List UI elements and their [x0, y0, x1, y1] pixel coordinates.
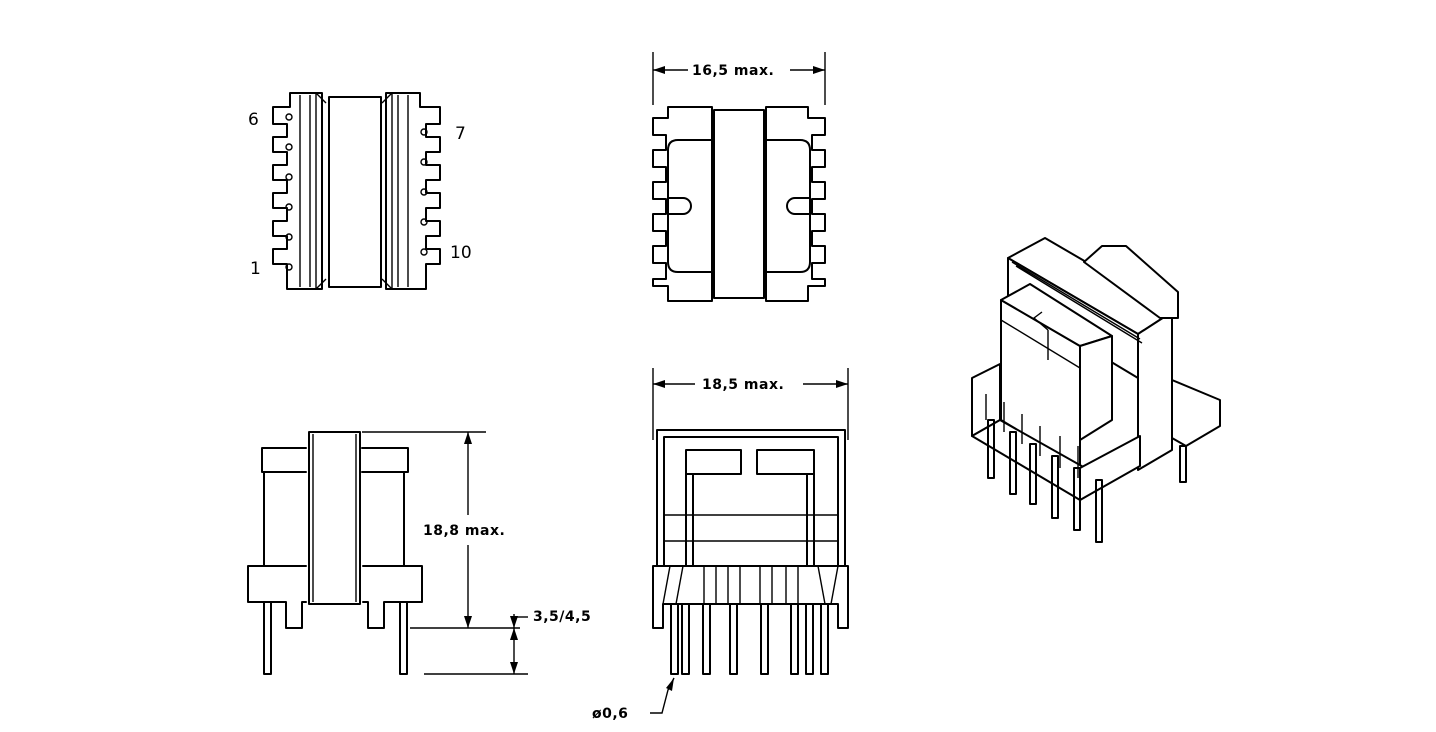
- height-label-18-8: 18,8 max.: [423, 523, 505, 539]
- top-view-right-pin-holes: [420, 128, 428, 256]
- isometric-pins: [987, 419, 1187, 543]
- side-top-core: [713, 109, 765, 299]
- top-view-left-comb: [272, 92, 323, 290]
- top-view-core: [328, 96, 382, 288]
- front-view: 18,8 max. 3,5/4,5: [247, 431, 591, 675]
- top-view-right-comb: [385, 92, 441, 290]
- top-view-left-pin-holes: [285, 113, 293, 271]
- width-label-16-5: 16,5 max.: [692, 63, 774, 79]
- side-view-top: 16,5 max.: [652, 52, 826, 302]
- pin-diameter-label: ø0,6: [592, 706, 628, 722]
- pin-label-7: 7: [455, 124, 466, 144]
- side-front-pins: [670, 603, 829, 675]
- pin-label-10: 10: [450, 243, 472, 263]
- pin-length-label: 3,5/4,5: [533, 609, 591, 625]
- side-view-front: 18,5 max. ø0,6: [592, 368, 849, 722]
- width-label-18-5: 18,5 max.: [702, 377, 784, 393]
- top-view: 6 7 1 10: [248, 92, 472, 290]
- pin-label-6: 6: [248, 110, 259, 130]
- isometric-view: [971, 237, 1221, 543]
- pin-label-1: 1: [250, 259, 261, 279]
- front-view-core: [308, 431, 361, 605]
